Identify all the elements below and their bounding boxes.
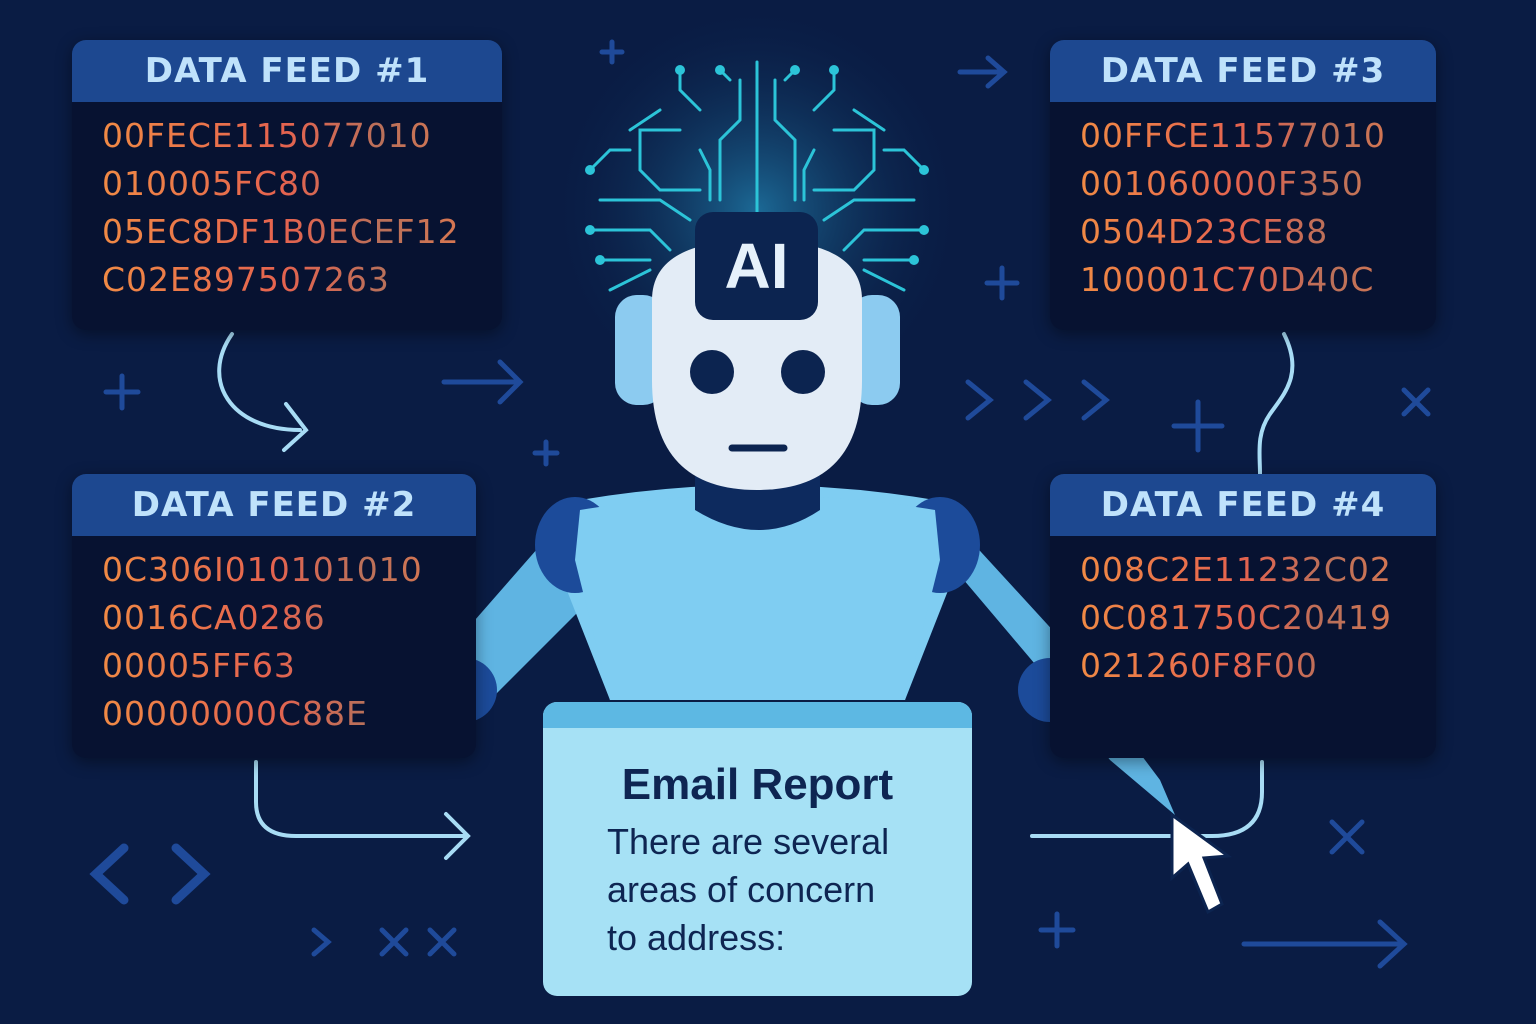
connector-feed4-to-email <box>1030 760 1264 838</box>
circuit-nodes <box>585 65 929 265</box>
data-feed-4-panel: DATA FEED #4 008C2E11232C02 0C081750C204… <box>1050 474 1436 758</box>
decorations <box>89 39 1431 969</box>
robot-left-arm <box>330 540 590 720</box>
code-brackets-icon <box>89 843 211 905</box>
hex-line: 00000000C88E <box>102 690 476 738</box>
arrow-right-icon <box>441 359 524 405</box>
connector-feed3-to-feed4 <box>1257 332 1295 476</box>
data-feed-2-panel: DATA FEED #2 0C306I010101010 0016CA0286 … <box>72 474 476 758</box>
hex-line: 100001C70D40C <box>1080 256 1436 304</box>
mouse-cursor-icon <box>1170 812 1233 915</box>
email-report-title: Email Report <box>621 760 894 809</box>
email-body-line: There are several <box>607 821 890 862</box>
hex-line: 05EC8DF1B0ECEF12 <box>102 208 502 256</box>
hex-line: 001060000F350 <box>1080 160 1436 208</box>
data-feed-3-panel: DATA FEED #3 00FFCE11577010 001060000F35… <box>1050 40 1436 330</box>
flow-arrows <box>217 332 1295 860</box>
email-report-card: Email Report There are several areas of … <box>543 702 972 996</box>
plus-icon <box>984 265 1020 301</box>
ai-badge: AI <box>695 212 818 320</box>
hex-line: 010005FC80 <box>102 160 502 208</box>
x-icon <box>1329 819 1365 855</box>
panel-title: DATA FEED #1 <box>72 40 502 102</box>
hex-line: 008C2E11232C02 <box>1080 546 1436 594</box>
hex-line: 00005FF63 <box>102 642 476 690</box>
arrow-right-icon <box>957 55 1008 89</box>
plus-icon <box>1038 911 1076 949</box>
hex-line: 021260F8F00 <box>1080 642 1436 690</box>
hex-line: 00FECE115077010 <box>102 112 502 160</box>
arrow-feed1-to-feed2 <box>217 332 309 452</box>
plus-icon <box>532 439 560 467</box>
panel-title: DATA FEED #3 <box>1050 40 1436 102</box>
plus-icon <box>1171 399 1225 453</box>
arrow-right-icon <box>1241 919 1408 969</box>
arrow-feed2-to-email <box>254 760 471 860</box>
email-card-header-strip <box>543 702 972 728</box>
chevron-right-icon <box>311 927 332 957</box>
hex-line: 0C306I010101010 <box>102 546 476 594</box>
email-body-line: to address: <box>607 917 786 958</box>
robot-left-eye <box>690 350 734 394</box>
hex-line: C02E897507263 <box>102 256 502 304</box>
email-body-line: areas of concern <box>607 869 876 910</box>
x-icon <box>1401 387 1431 417</box>
hex-line: 0504D23CE88 <box>1080 208 1436 256</box>
chevron-right-icon <box>965 379 1110 421</box>
robot-right-ear <box>850 295 900 405</box>
hex-line: 0C081750C20419 <box>1080 594 1436 642</box>
plus-icon <box>103 373 141 411</box>
data-feed-1-panel: DATA FEED #1 00FECE115077010 010005FC80 … <box>72 40 502 330</box>
panel-title: DATA FEED #4 <box>1050 474 1436 536</box>
panel-title: DATA FEED #2 <box>72 474 476 536</box>
hex-line: 00FFCE11577010 <box>1080 112 1436 160</box>
hex-line: 0016CA0286 <box>102 594 476 642</box>
robot-right-eye <box>781 350 825 394</box>
x-icon <box>379 927 457 957</box>
